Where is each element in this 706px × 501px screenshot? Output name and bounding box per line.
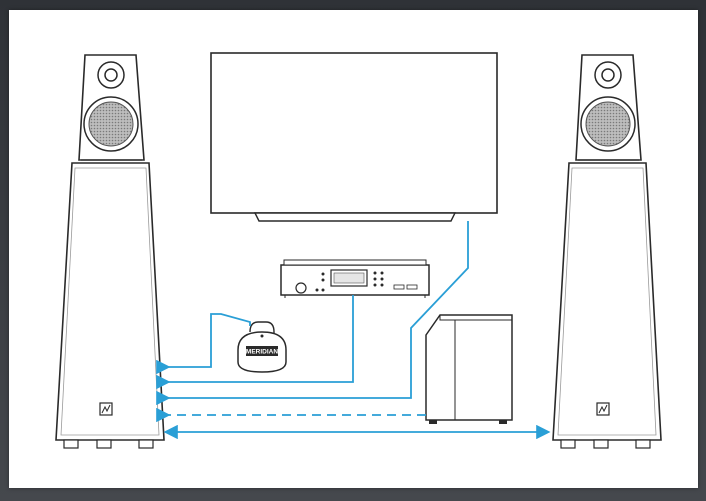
meridian-logo-icon	[99, 402, 113, 416]
cable-tv-to-speaker	[156, 221, 469, 406]
wireless-hub: MERIDIAN	[237, 321, 287, 373]
television	[210, 52, 498, 222]
left-speaker-cabinet	[55, 162, 165, 441]
connection-diagram: MERIDIAN	[55, 52, 662, 449]
pc-tower	[425, 314, 513, 424]
amp-knob-icon	[295, 282, 307, 294]
tv-screen	[210, 52, 498, 214]
connection-cables	[156, 221, 551, 440]
diagram-panel: MERIDIAN	[9, 10, 698, 488]
hub-badge-text: MERIDIAN	[246, 349, 278, 356]
cable-hub-to-speaker	[156, 313, 251, 375]
cable-amp-to-speaker	[156, 295, 354, 390]
meridian-logo-icon	[596, 402, 610, 416]
amplifier-unit	[280, 259, 430, 298]
tv-stand	[253, 212, 457, 222]
right-speaker	[552, 54, 662, 449]
left-speaker	[55, 54, 165, 449]
hub-status-light	[260, 334, 264, 338]
right-speaker-cabinet	[552, 162, 662, 441]
